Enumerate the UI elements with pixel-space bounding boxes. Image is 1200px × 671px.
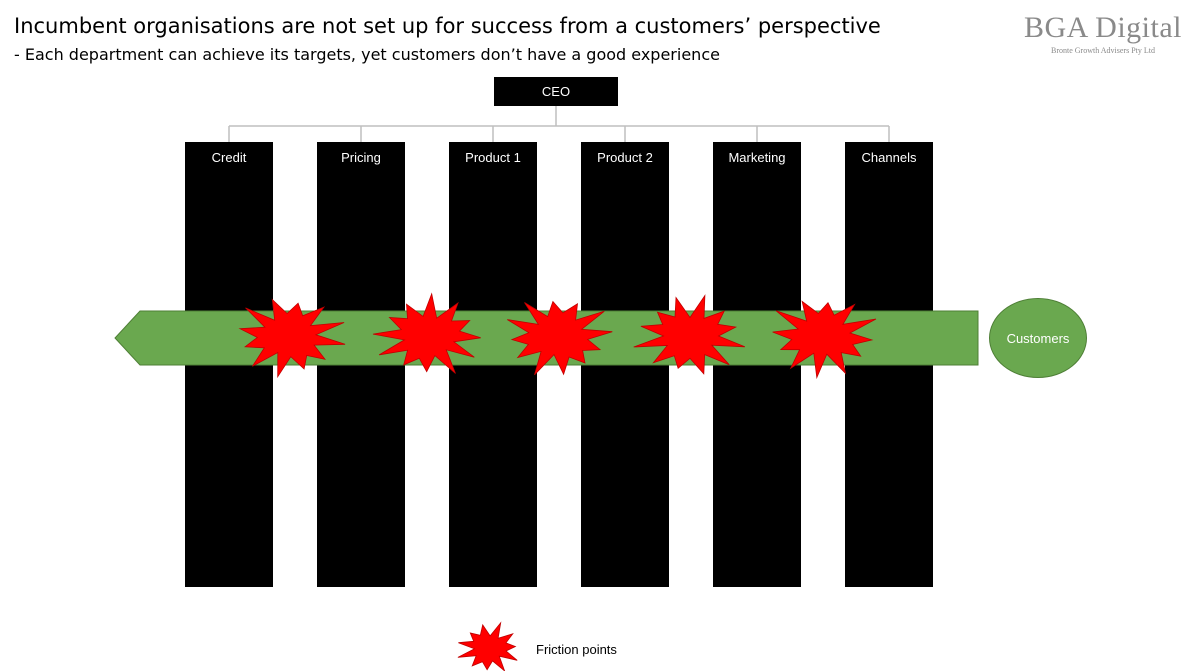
logo-tagline: Bronte Growth Advisers Pty Ltd	[1050, 46, 1155, 55]
dept-label: Product 1	[465, 150, 521, 165]
ceo-box: CEO	[494, 77, 618, 106]
dept-label: Channels	[861, 150, 917, 165]
customers-label: Customers	[1006, 330, 1070, 346]
legend-friction-icon	[457, 621, 518, 671]
friction-point-icon	[372, 292, 481, 374]
friction-point-icon	[238, 298, 346, 379]
company-logo: BGA Digital Bronte Growth Advisers Pty L…	[1023, 11, 1182, 56]
dept-label: Pricing	[341, 150, 381, 165]
logo-name: BGA Digital	[1023, 11, 1182, 44]
customers-node: Customers	[989, 298, 1087, 378]
page-title: Incumbent organisations are not set up f…	[14, 14, 881, 38]
friction-point-icon	[772, 300, 877, 380]
page-subtitle: - Each department can achieve its target…	[14, 45, 720, 64]
dept-label: Product 2	[597, 150, 653, 165]
legend-friction-label: Friction points	[536, 642, 617, 657]
friction-point-icon	[633, 294, 745, 375]
dept-label: Credit	[211, 150, 247, 165]
ceo-label: CEO	[541, 84, 571, 99]
friction-point-icon	[507, 300, 613, 376]
dept-label: Marketing	[728, 150, 786, 165]
